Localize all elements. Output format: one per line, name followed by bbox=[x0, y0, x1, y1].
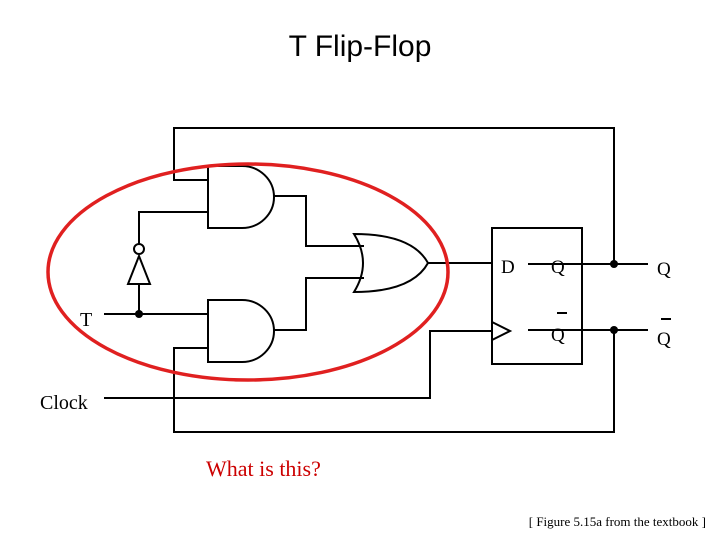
d-flip-flop-box bbox=[491, 227, 583, 365]
qbar-junction-dot bbox=[610, 326, 618, 334]
clock-edge-triangle bbox=[491, 321, 513, 341]
feedback-wire-qbar bbox=[173, 330, 615, 433]
and-gate-top bbox=[207, 165, 275, 229]
highlight-ellipse bbox=[46, 162, 450, 382]
inverter-triangle bbox=[126, 253, 152, 285]
and1-to-or-wire bbox=[274, 195, 364, 247]
d-pin-label: D bbox=[501, 257, 515, 278]
inverter-to-and-wire bbox=[138, 211, 208, 244]
slide-title: T Flip-Flop bbox=[288, 30, 432, 63]
or-gate bbox=[352, 232, 430, 294]
qbar-pin-label: Q bbox=[551, 325, 565, 346]
qbar-output-label: Q bbox=[657, 329, 671, 350]
clock-input-label: Clock bbox=[40, 392, 88, 414]
q-junction-dot bbox=[610, 260, 618, 268]
and-gate-bottom bbox=[207, 299, 275, 363]
q-output-label: Q bbox=[657, 259, 671, 280]
clock-wire bbox=[104, 330, 492, 399]
and2-to-or-wire bbox=[274, 277, 364, 331]
inverter-bubble bbox=[133, 243, 145, 255]
feedback-wire-q bbox=[173, 127, 615, 264]
t-junction-dot bbox=[135, 310, 143, 318]
q-pin-label: Q bbox=[551, 257, 565, 278]
question-text: What is this? bbox=[206, 456, 321, 481]
figure-caption: [ Figure 5.15a from the textbook ] bbox=[528, 514, 706, 529]
t-input-label: T bbox=[80, 309, 92, 331]
